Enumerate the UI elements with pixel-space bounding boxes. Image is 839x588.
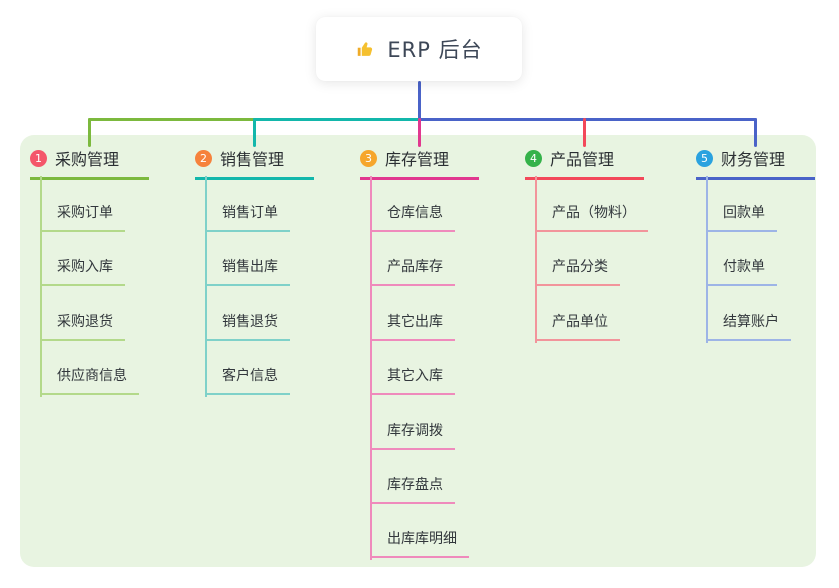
branch-4-child-node[interactable]: 产品单位 [535,313,620,341]
branch-5-drop-line [754,118,757,147]
branch-5-spine-line [706,176,708,343]
branch-4-child-node[interactable]: 产品分类 [535,258,620,286]
branch-2-child-node[interactable]: 销售出库 [205,258,290,286]
branch-3-child-node[interactable]: 出库库明细 [370,530,469,558]
branch-2-header[interactable]: 2 销售管理 [195,146,314,180]
branch-5-child-node[interactable]: 结算账户 [706,313,791,341]
branch-1-header[interactable]: 1 采购管理 [30,146,149,180]
branch-4-spine-line [535,176,537,343]
branch-1-badge: 1 [30,149,47,167]
branch-1-drop-line [88,118,91,147]
branch-2-spine-line [205,176,207,397]
branch-3-header[interactable]: 3 库存管理 [360,146,479,180]
branch-4-label: 产品管理 [550,150,615,169]
branch-4-drop-line [583,118,586,147]
branch-3-child-node[interactable]: 其它出库 [370,313,455,341]
branch-3-spine-line [370,176,372,560]
branch-3-child-node[interactable]: 库存调拨 [370,422,455,450]
branch-5-child-node[interactable]: 付款单 [706,258,777,286]
branch-3-child-node[interactable]: 产品库存 [370,258,455,286]
branch-2-child-node[interactable]: 销售订单 [205,204,290,232]
thumbs-up-icon [358,42,373,56]
root-drop-line [418,81,421,121]
branch-5-header[interactable]: 5 财务管理 [696,146,815,180]
branch-2-drop-line [253,118,256,147]
branch-5-child-node[interactable]: 回款单 [706,204,777,232]
branch-1-child-node[interactable]: 供应商信息 [40,367,139,395]
root-node-label: ERP 后台 [387,38,483,62]
branch-4-header[interactable]: 4 产品管理 [525,146,644,180]
branch-3-badge: 3 [360,149,377,167]
branch-3-child-node[interactable]: 其它入库 [370,367,455,395]
connector-segment-1 [88,118,256,121]
branch-1-child-node[interactable]: 采购入库 [40,258,125,286]
branch-5-badge: 5 [696,149,713,167]
branch-2-child-node[interactable]: 客户信息 [205,367,290,395]
connector-segment-3 [418,118,757,121]
branch-3-label: 库存管理 [385,150,450,169]
branch-2-label: 销售管理 [220,150,285,169]
branch-2-badge: 2 [195,149,212,167]
connector-segment-2 [253,118,421,121]
root-node[interactable]: ERP 后台 [316,17,522,81]
branch-3-child-node[interactable]: 仓库信息 [370,204,455,232]
mindmap-panel [20,135,816,567]
branch-5-label: 财务管理 [721,150,786,169]
branch-1-child-node[interactable]: 采购退货 [40,313,125,341]
branch-2-child-node[interactable]: 销售退货 [205,313,290,341]
branch-4-badge: 4 [525,149,542,167]
branch-1-spine-line [40,176,42,397]
branch-3-drop-line [418,118,421,147]
branch-1-label: 采购管理 [55,150,120,169]
branch-4-child-node[interactable]: 产品（物料） [535,204,648,232]
branch-3-child-node[interactable]: 库存盘点 [370,476,455,504]
branch-1-child-node[interactable]: 采购订单 [40,204,125,232]
